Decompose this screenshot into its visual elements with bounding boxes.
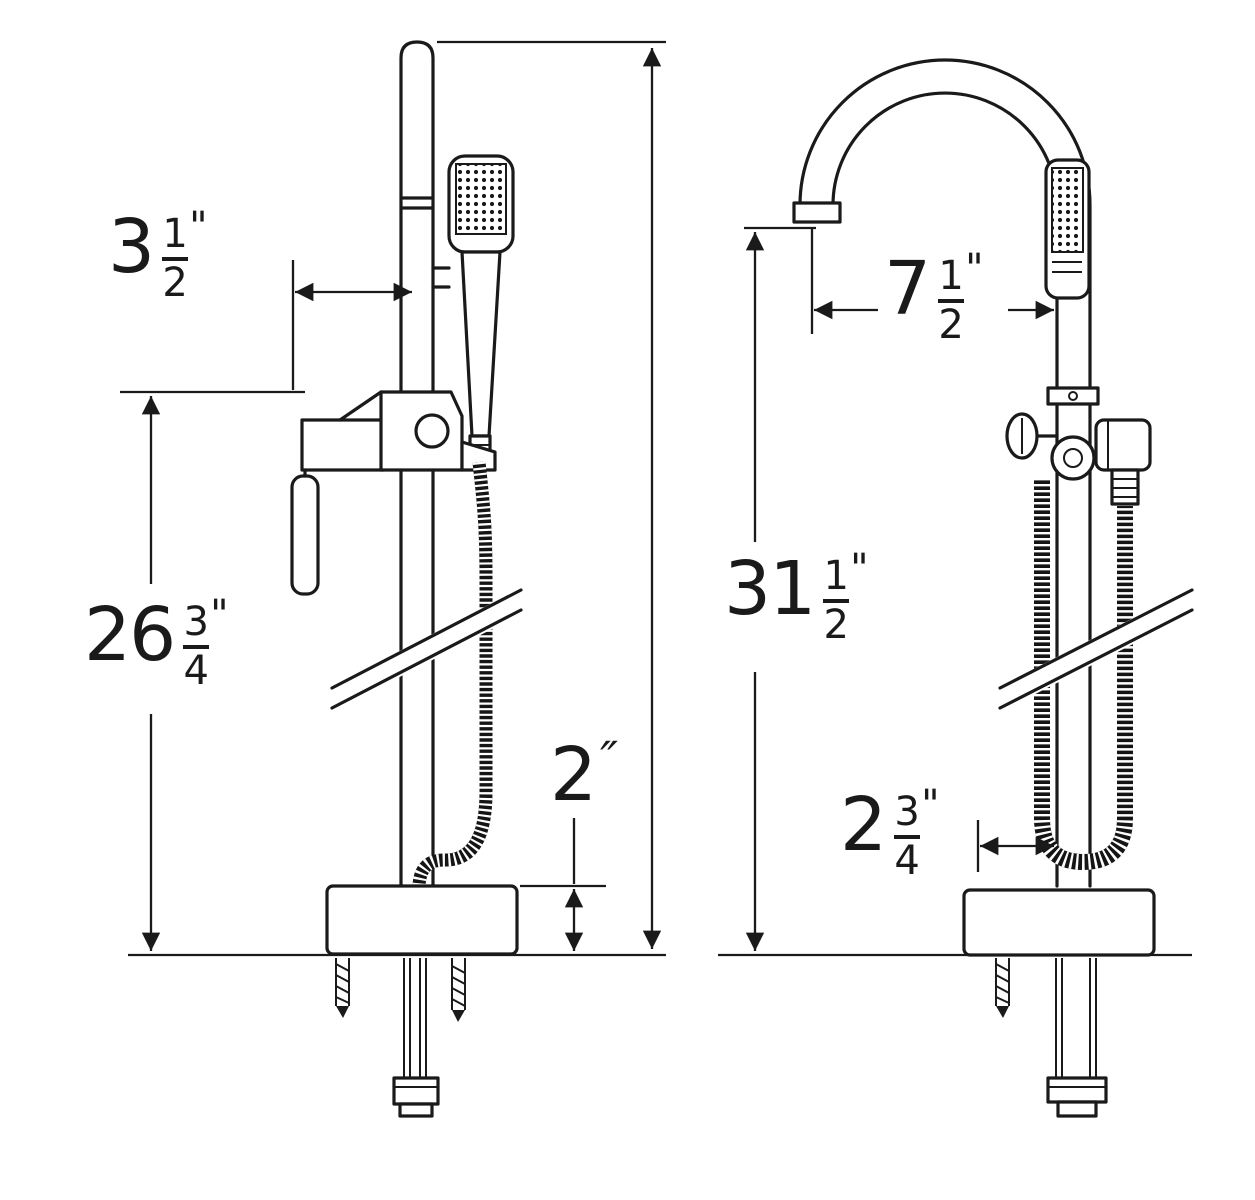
dim-fraction: 1 2 "	[823, 546, 869, 648]
dim-fraction: 3 4 "	[894, 782, 940, 884]
dim-whole: 31	[724, 546, 816, 632]
dim-label-height-to-valve: 26 3 4 "	[84, 592, 229, 694]
inch-mark: "	[965, 246, 984, 292]
valve-body-front	[1005, 386, 1152, 506]
threaded-rods-front	[1055, 958, 1097, 1078]
screw-front	[995, 958, 1010, 1018]
inch-mark: "	[189, 204, 208, 250]
screw-right	[451, 958, 466, 1022]
lever-handle	[290, 474, 320, 596]
gooseneck-spout	[792, 58, 1092, 888]
mounting-nut-front	[1046, 1076, 1108, 1104]
side-view	[120, 40, 666, 1118]
dim-label-base-height: 2 ″	[550, 732, 618, 818]
front-view	[718, 58, 1194, 1118]
dim-whole: 26	[84, 592, 176, 678]
inch-mark: "	[921, 782, 940, 828]
dim-label-overall-height: 31 1 2 "	[724, 546, 869, 648]
shower-hose-side	[412, 461, 493, 887]
break-symbol-right	[998, 588, 1194, 712]
inch-mark: "	[850, 546, 869, 592]
dim-whole: 7	[884, 246, 931, 332]
mounting-hardware-side	[335, 958, 466, 1118]
dim-whole: 3	[108, 204, 155, 290]
dim-fraction: 1 2 "	[938, 246, 984, 348]
mounting-hardware-front	[995, 958, 1108, 1118]
dim-fraction: 1 2 "	[162, 204, 208, 306]
dim-label-base-offset: 2 3 4 "	[840, 782, 940, 884]
dim-label-spout-reach: 7 1 2 "	[884, 246, 984, 348]
dim-label-spout-offset: 3 1 2 "	[108, 204, 208, 306]
threaded-rods	[403, 958, 427, 1078]
dim-whole: 2	[840, 782, 887, 868]
dim-lines-left	[120, 40, 666, 951]
hand-shower-front	[1044, 158, 1091, 300]
break-symbol-left	[330, 588, 523, 712]
riser-pipe	[399, 40, 435, 888]
inch-mark: ″	[600, 732, 619, 788]
dim-fraction: 3 4 "	[183, 592, 229, 694]
inch-mark: "	[210, 592, 229, 638]
dim-whole: 2	[550, 732, 597, 818]
diverter-body	[1094, 418, 1152, 472]
mounting-nut	[392, 1076, 440, 1106]
screw-left	[335, 958, 350, 1018]
valve-body-side	[290, 390, 497, 596]
dim-lines-right	[744, 226, 1054, 951]
mounting-base-front	[962, 888, 1156, 957]
spout-tip	[792, 201, 842, 224]
shower-hose-front	[1034, 478, 1133, 871]
mounting-base-side	[325, 884, 519, 956]
